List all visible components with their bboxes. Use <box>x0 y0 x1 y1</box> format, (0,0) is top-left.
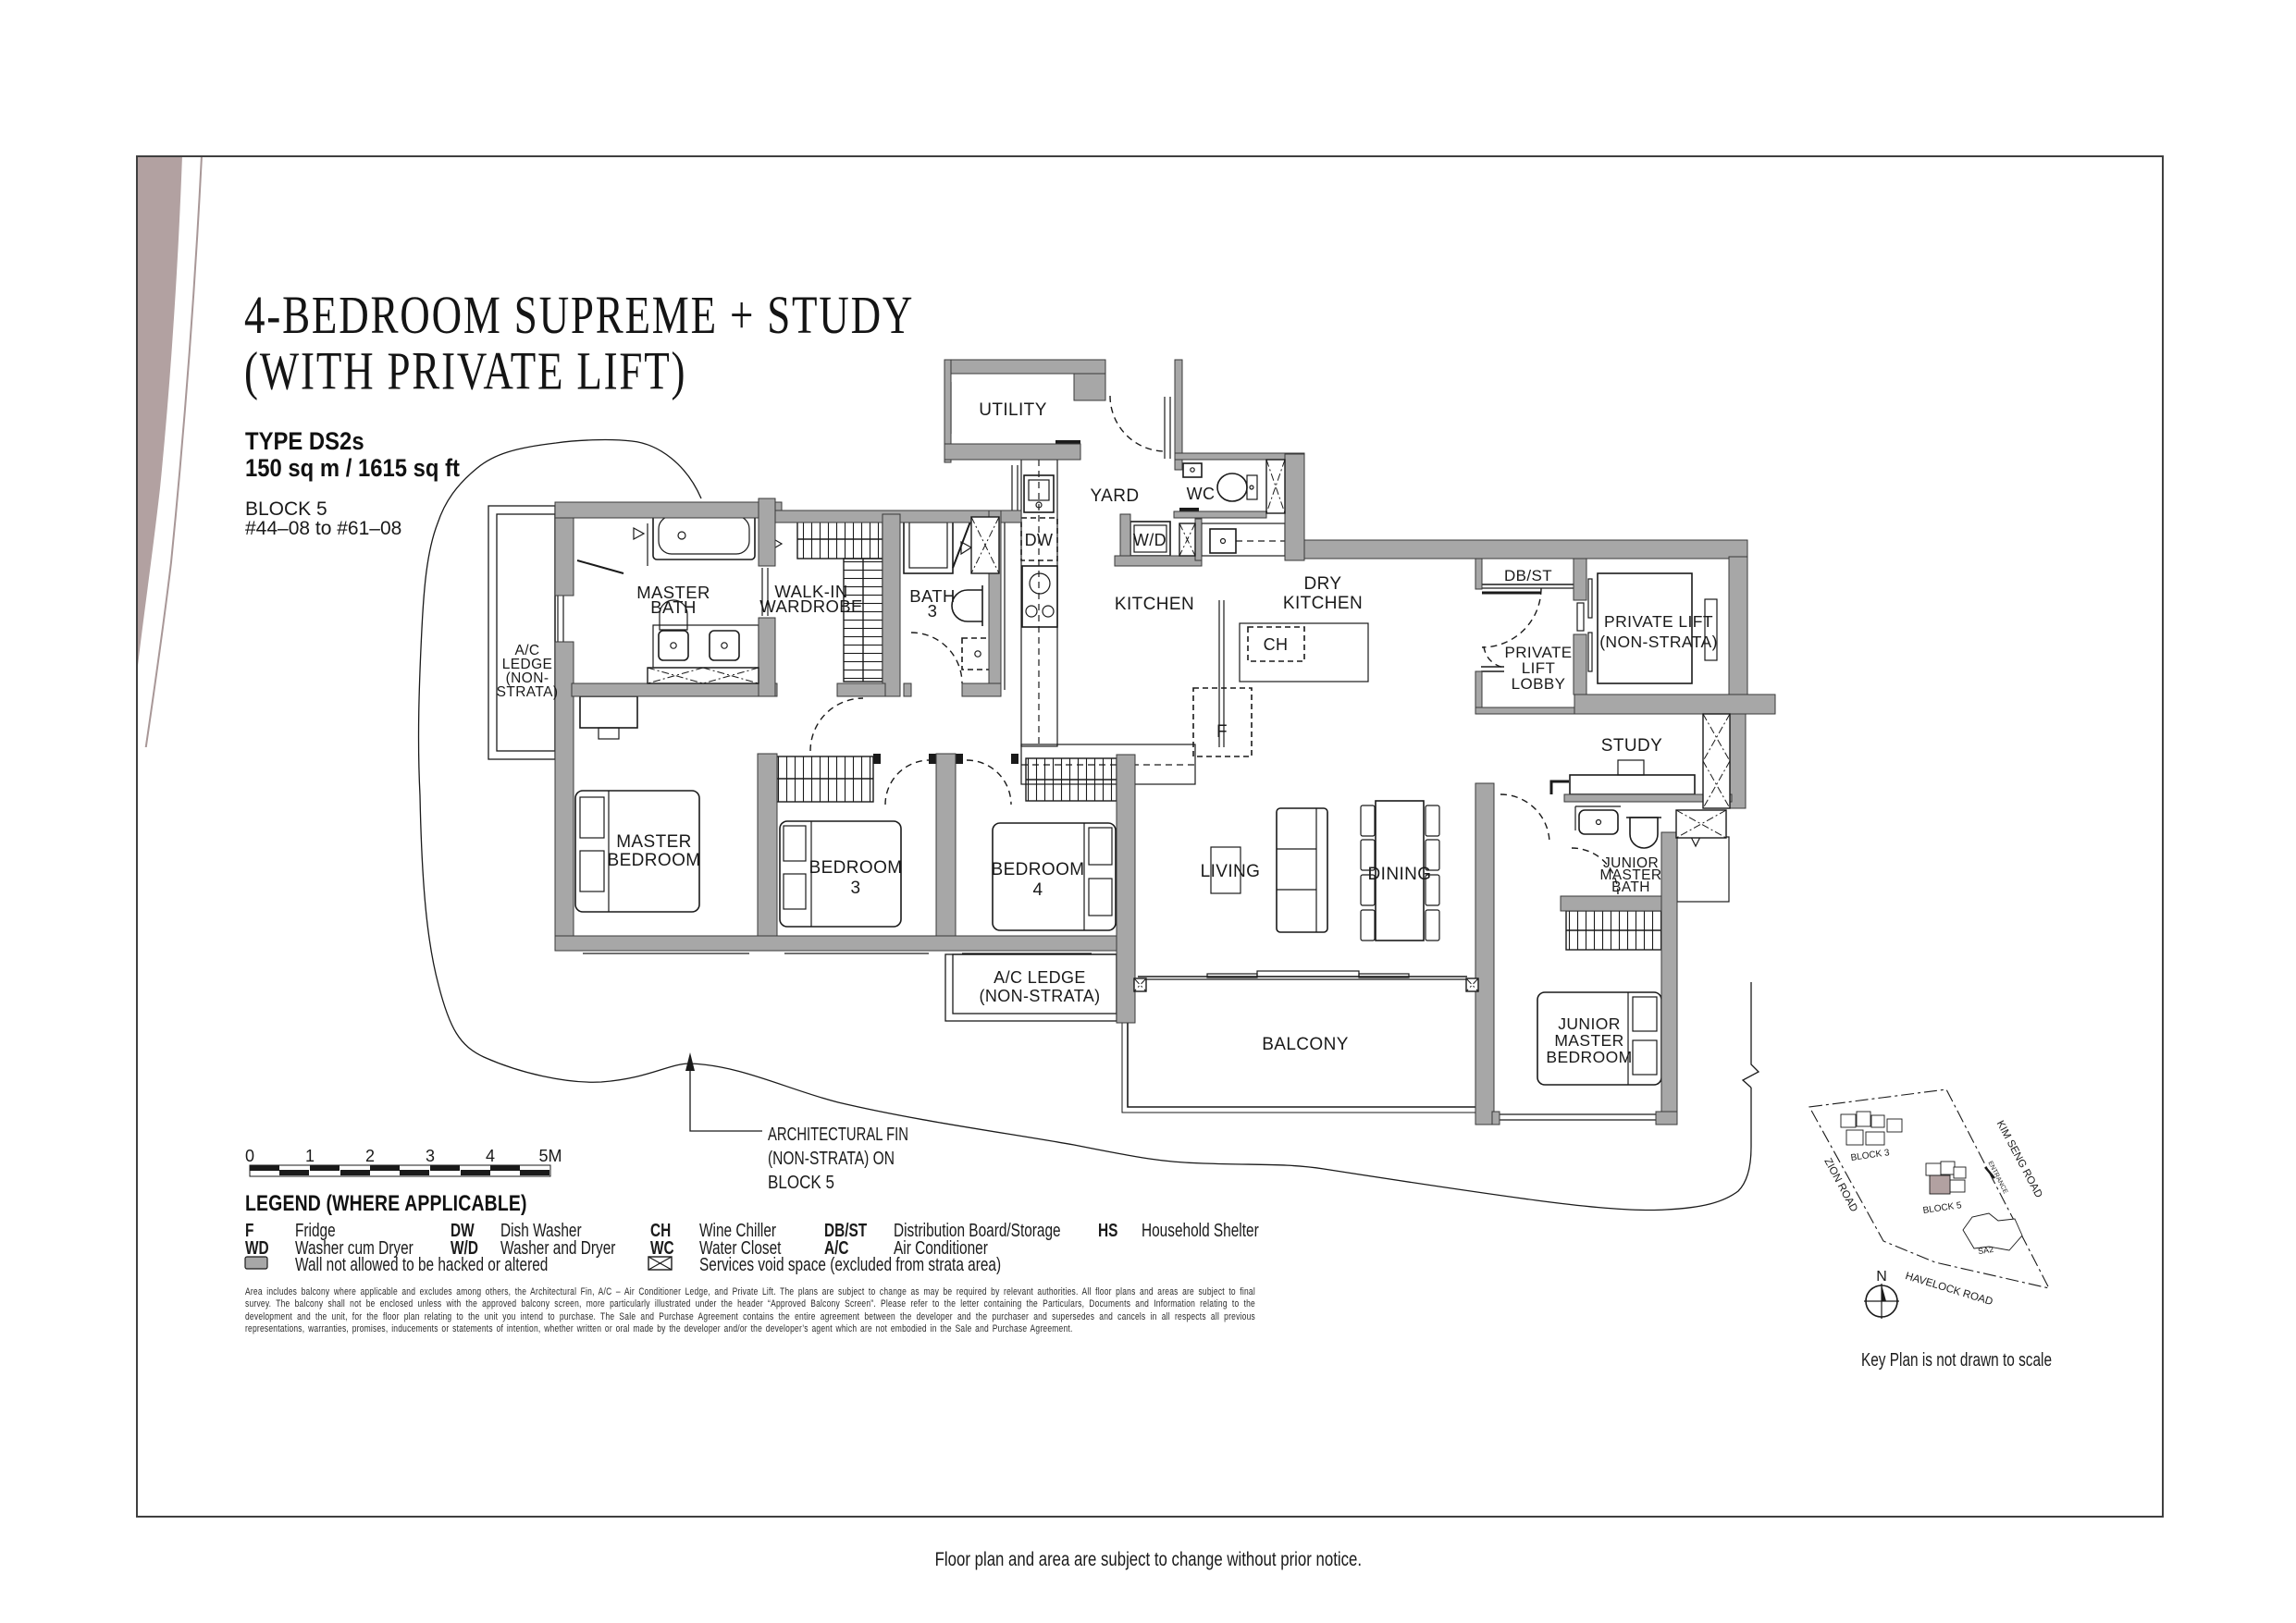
svg-text:ZION ROAD: ZION ROAD <box>1821 1157 1859 1214</box>
svg-text:BLOCK 3: BLOCK 3 <box>1850 1148 1891 1163</box>
svg-text:BATH: BATH <box>650 597 697 617</box>
svg-text:WC: WC <box>1187 485 1216 503</box>
svg-text:STRATA): STRATA) <box>497 684 559 700</box>
svg-text:BLOCK 5: BLOCK 5 <box>768 1173 834 1193</box>
svg-text:UTILITY: UTILITY <box>979 400 1047 420</box>
svg-text:BLOCK 5: BLOCK 5 <box>1922 1200 1963 1216</box>
svg-text:MASTER: MASTER <box>1600 867 1662 883</box>
svg-text:BEDROOM: BEDROOM <box>608 851 701 870</box>
svg-text:3: 3 <box>928 601 938 621</box>
svg-text:BALCONY: BALCONY <box>1262 1035 1349 1054</box>
svg-text:DB/ST: DB/ST <box>1504 567 1552 584</box>
svg-text:3: 3 <box>851 879 861 898</box>
svg-text:N: N <box>1876 1269 1887 1285</box>
svg-text:4: 4 <box>1033 880 1043 900</box>
svg-text:ARCHITECTURAL FIN: ARCHITECTURAL FIN <box>768 1125 908 1145</box>
svg-text:(NON-STRATA) ON: (NON-STRATA) ON <box>768 1149 895 1169</box>
svg-text:3: 3 <box>426 1147 435 1165</box>
svg-text:LOBBY: LOBBY <box>1512 675 1566 693</box>
svg-text:0: 0 <box>245 1147 254 1165</box>
svg-text:(NON-: (NON- <box>506 670 549 686</box>
svg-text:KITCHEN: KITCHEN <box>1115 595 1194 614</box>
svg-text:JUNIOR: JUNIOR <box>1603 855 1659 871</box>
svg-text:BEDROOM: BEDROOM <box>992 860 1085 879</box>
svg-text:PRIVATE LIFT: PRIVATE LIFT <box>1604 612 1713 631</box>
svg-text:BEDROOM: BEDROOM <box>809 858 903 878</box>
svg-text:MASTER: MASTER <box>616 832 692 852</box>
svg-text:2: 2 <box>365 1147 375 1165</box>
svg-text:4: 4 <box>486 1147 495 1165</box>
svg-text:LIFT: LIFT <box>1522 659 1556 677</box>
svg-text:DW: DW <box>1025 531 1054 549</box>
svg-text:YARD: YARD <box>1091 486 1140 506</box>
svg-text:(NON-STRATA): (NON-STRATA) <box>979 987 1100 1005</box>
svg-text:KITCHEN: KITCHEN <box>1283 594 1363 613</box>
svg-text:Key Plan is not drawn to scale: Key Plan is not drawn to scale <box>1861 1350 2052 1371</box>
svg-text:(NON-STRATA): (NON-STRATA) <box>1599 633 1718 651</box>
svg-text:5M: 5M <box>538 1147 562 1165</box>
svg-text:WARDROBE: WARDROBE <box>759 596 862 616</box>
svg-text:DINING: DINING <box>1368 865 1432 884</box>
svg-text:STUDY: STUDY <box>1601 736 1662 756</box>
svg-text:BATH: BATH <box>909 586 956 606</box>
svg-text:A/C LEDGE: A/C LEDGE <box>994 968 1086 987</box>
svg-text:WALK-IN: WALK-IN <box>774 582 847 601</box>
svg-text:DRY: DRY <box>1304 574 1342 594</box>
svg-text:BATH: BATH <box>1611 879 1650 895</box>
svg-text:LEDGE: LEDGE <box>502 657 553 672</box>
svg-text:MASTER: MASTER <box>1554 1031 1623 1050</box>
svg-text:HAVELOCK ROAD: HAVELOCK ROAD <box>1904 1271 1994 1308</box>
svg-text:W/D: W/D <box>1133 531 1167 549</box>
svg-text:SA2: SA2 <box>1977 1245 1994 1256</box>
svg-text:JUNIOR: JUNIOR <box>1558 1014 1621 1033</box>
svg-text:ENTRANCE: ENTRANCE <box>1986 1161 2008 1196</box>
svg-text:BEDROOM: BEDROOM <box>1546 1048 1632 1066</box>
svg-text:PRIVATE: PRIVATE <box>1504 644 1572 661</box>
svg-text:F: F <box>1216 722 1228 742</box>
svg-text:MASTER: MASTER <box>636 583 710 602</box>
svg-text:A/C: A/C <box>514 643 539 658</box>
svg-text:CH: CH <box>1264 635 1289 654</box>
svg-text:1: 1 <box>305 1147 315 1165</box>
svg-text:LIVING: LIVING <box>1201 862 1261 881</box>
